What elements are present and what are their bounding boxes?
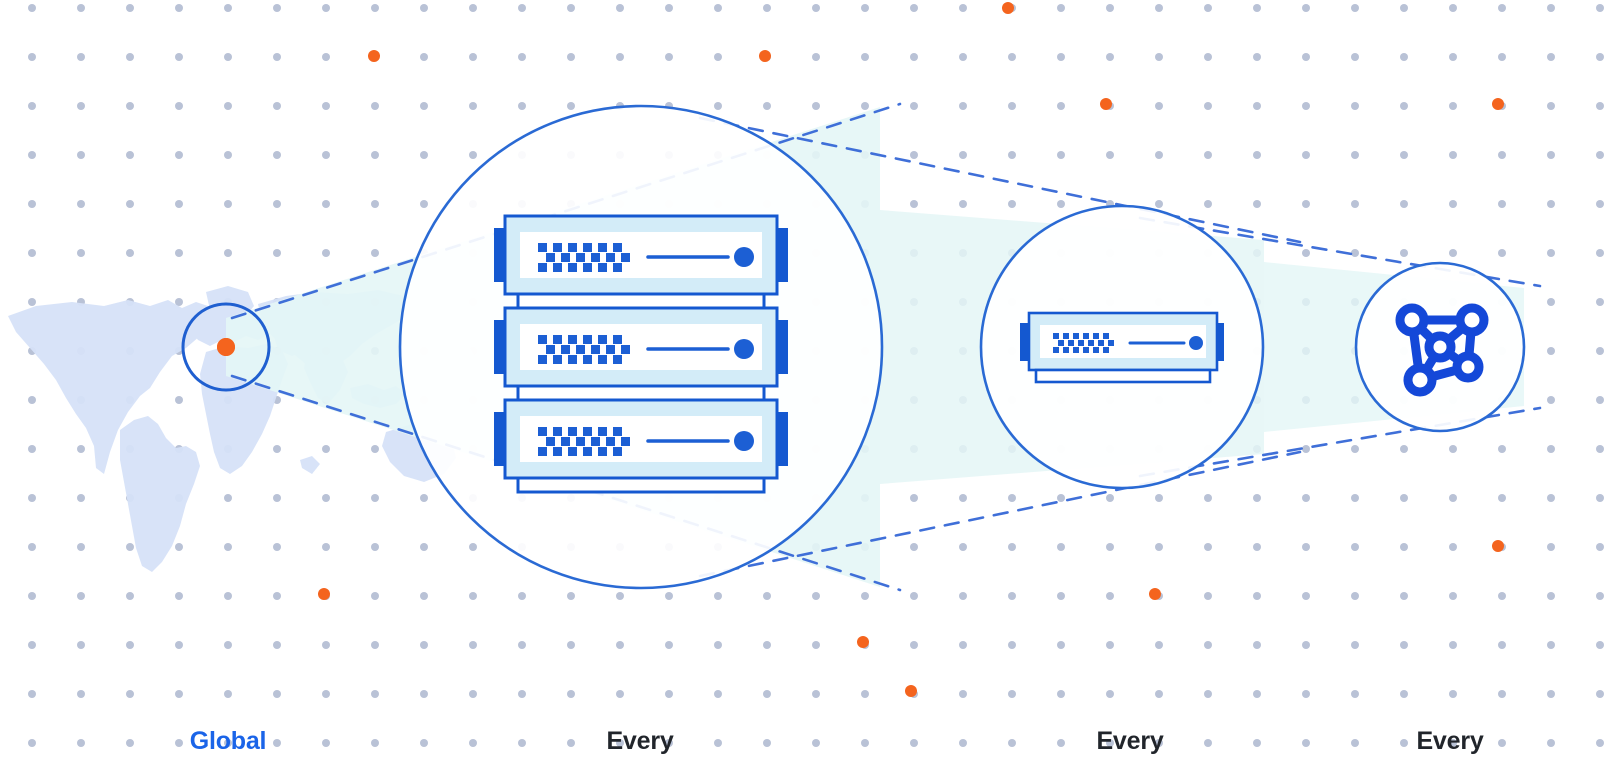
server-rack [494, 214, 788, 494]
rack-rail-2 [516, 384, 766, 402]
network-mesh-nodes [1395, 303, 1489, 397]
rack-unit-1 [494, 214, 788, 296]
single-server-base [1034, 368, 1212, 384]
rack-rail-1 [516, 292, 766, 310]
rack-unit-2 [494, 306, 788, 388]
rack-rail-3 [516, 476, 766, 494]
accent-dots [217, 2, 1504, 697]
rack-unit-3 [494, 398, 788, 480]
circle-global-network [181, 302, 271, 392]
single-server [1020, 311, 1224, 384]
